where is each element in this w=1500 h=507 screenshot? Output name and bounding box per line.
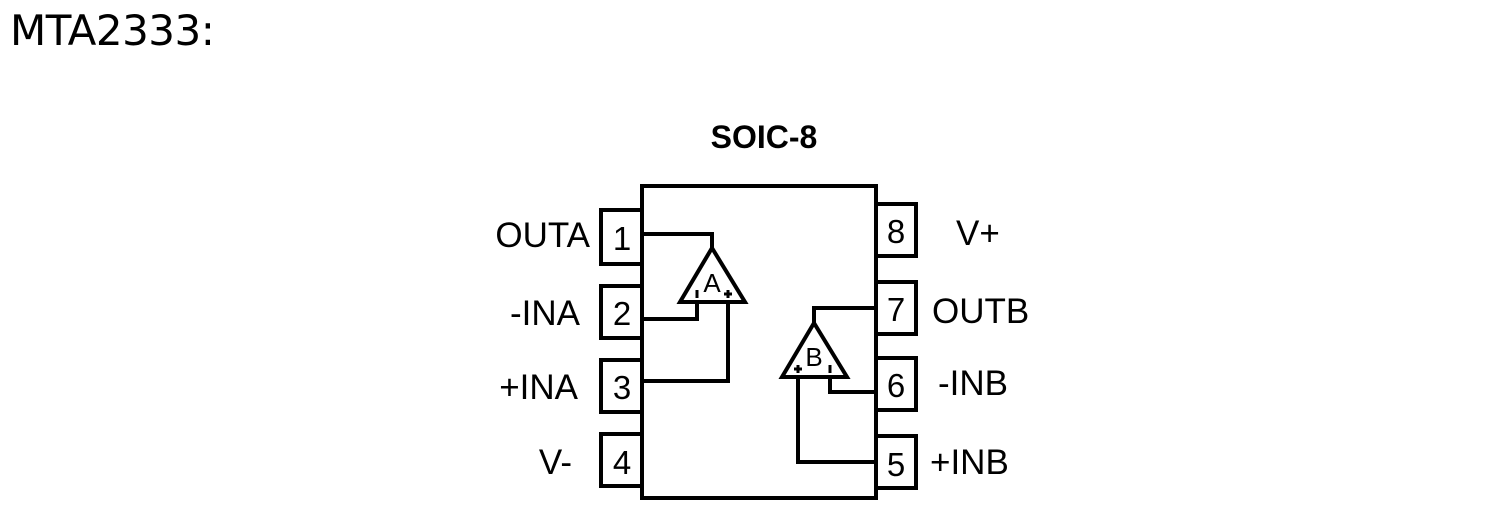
pin-4: 4 V- [539,432,644,488]
opamp-b: B [778,306,876,464]
pin-name: OUTA [495,216,590,255]
ic-body [640,184,878,500]
pin-name: -INA [510,294,581,333]
pin-name: V+ [956,214,1000,253]
pin-3: 3 +INA [499,358,644,414]
pin-2: 2 -INA [510,284,644,340]
pin-number: 5 [887,446,905,483]
pin-name: V- [539,443,572,482]
pin-6: 6 -INB [874,356,1008,412]
opamp-a-label: A [703,268,721,298]
pin-name: -INB [938,364,1008,403]
pin-name: +INB [930,443,1009,482]
pin-number: 4 [613,444,631,481]
wire-inb-minus [828,377,876,394]
pin-box [599,284,644,340]
pin-box [599,208,644,266]
opamp-b-triangle [778,319,851,379]
wire-ina-plus [642,302,730,383]
package-label: SOIC-8 [711,119,818,155]
pin-box [874,202,918,258]
pin-number: 8 [887,213,905,250]
pin-5: 5 +INB [874,434,1009,490]
pin-number: 6 [887,367,905,404]
pin-1: 1 OUTA [495,208,644,266]
opamp-a: A [642,232,749,383]
device-title: MTA2333: [10,6,215,55]
pin-number: 7 [887,291,905,328]
wire-inb-plus [796,377,876,464]
pin-number: 3 [613,369,631,406]
pin-number: 1 [613,220,631,257]
pin-box [599,432,644,488]
pin-box [599,358,644,414]
pin-8: 8 V+ [874,202,1000,258]
opamp-a-triangle [676,244,749,304]
opamp-b-label: B [805,342,822,372]
wire-outb [812,306,876,323]
pin-name: +INA [499,368,578,407]
pin-name: OUTB [932,292,1029,331]
pin-7: 7 OUTB [874,280,1029,336]
wire-outa [642,232,714,248]
pin-box [874,356,918,412]
pin-number: 2 [613,295,631,332]
wire-ina-minus [642,302,699,321]
